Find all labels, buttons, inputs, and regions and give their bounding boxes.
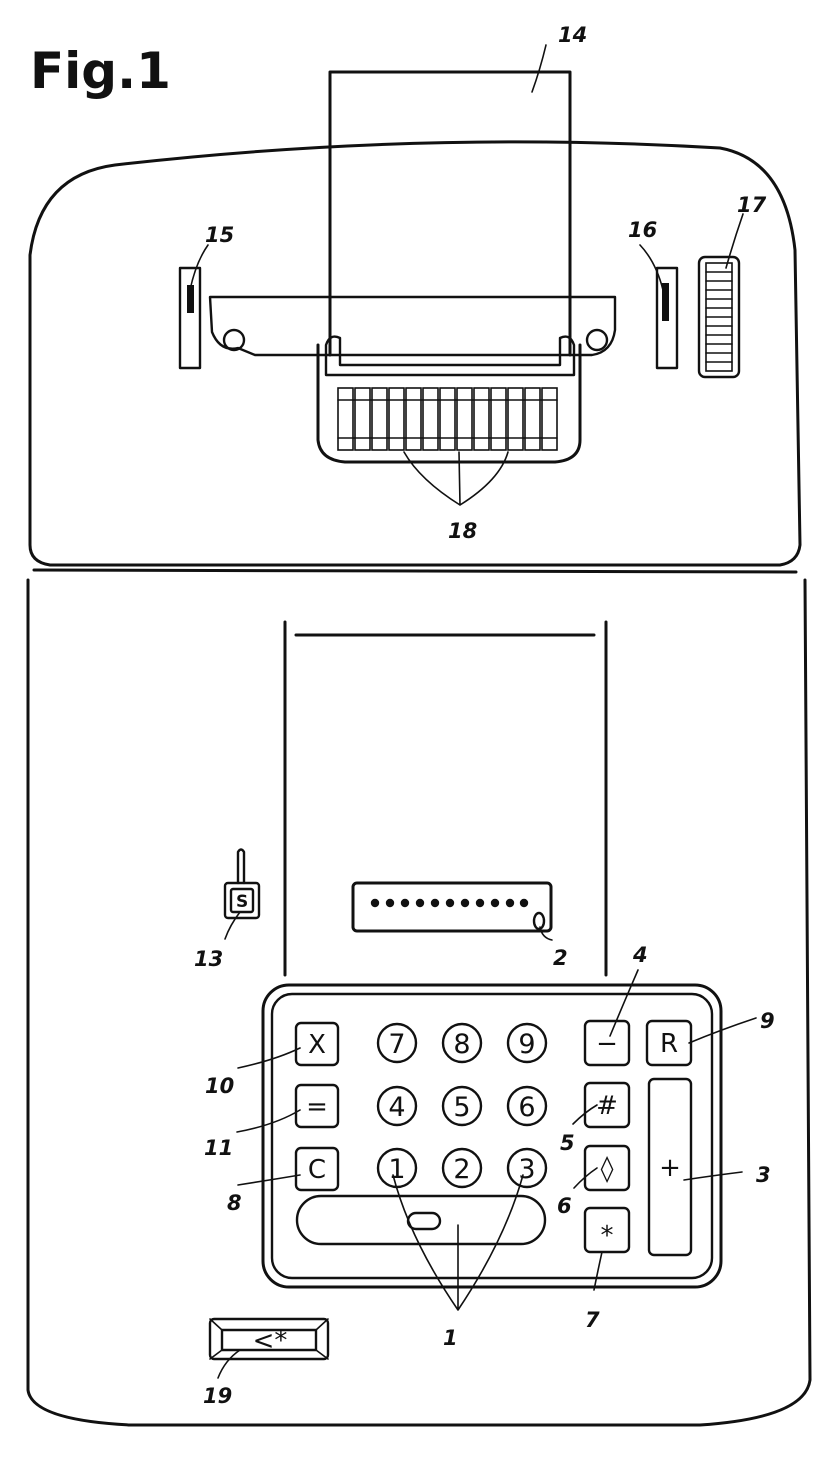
paper-guide-bar — [208, 295, 617, 357]
slide-switch-left-knob — [187, 285, 194, 313]
print-wheel — [337, 387, 354, 451]
lt-star-key-label: <* — [253, 1326, 288, 1356]
plus-key[interactable] — [647, 1077, 693, 1257]
equals-key[interactable] — [294, 1083, 340, 1129]
slide-switch-right[interactable] — [655, 266, 679, 370]
print-wheel — [490, 387, 507, 451]
ref-4: 4 — [632, 943, 648, 967]
ref-10: 10 — [205, 1074, 234, 1098]
upper-housing-outline — [28, 140, 802, 567]
print-wheel — [405, 387, 422, 451]
plus-key-label: + — [659, 1153, 681, 1183]
keyboard-panel-outer — [261, 983, 723, 1289]
key-5[interactable] — [441, 1085, 483, 1127]
figure-title: Fig.1 — [30, 42, 171, 100]
hash-key[interactable] — [583, 1081, 631, 1129]
lt-star-key[interactable]: <* — [208, 1317, 330, 1361]
leader-lines — [189, 44, 757, 1379]
star-key[interactable] — [583, 1206, 631, 1254]
print-wheel — [354, 387, 371, 451]
print-wheel — [371, 387, 388, 451]
ref-19: 19 — [203, 1384, 232, 1408]
display-indicator — [532, 911, 546, 931]
print-wheel — [473, 387, 490, 451]
ref-16: 16 — [628, 218, 657, 242]
print-mechanism-housing — [316, 343, 582, 464]
print-wheel — [507, 387, 524, 451]
key-8-label: 8 — [453, 1029, 470, 1060]
keyboard-panel-inner — [270, 992, 714, 1280]
key-6-label: 6 — [518, 1092, 535, 1123]
slide-switch-right-knob — [662, 283, 669, 321]
print-wheel — [422, 387, 439, 451]
display-channel — [283, 620, 608, 977]
ref-2: 2 — [553, 946, 568, 970]
diamond-key-label: ◊ — [601, 1154, 614, 1184]
thumb-wheel[interactable] — [697, 255, 741, 379]
slide-switch-left[interactable] — [178, 266, 202, 370]
repeat-key-label: R — [660, 1029, 678, 1059]
print-wheel — [541, 387, 558, 451]
ref-5: 5 — [560, 1131, 575, 1155]
ref-8: 8 — [227, 1191, 242, 1215]
s-key-label: S — [236, 892, 248, 912]
key-6[interactable] — [506, 1085, 548, 1127]
star-key-label: * — [601, 1221, 614, 1251]
key-2[interactable] — [441, 1147, 483, 1189]
minus-key[interactable] — [583, 1019, 631, 1067]
print-wheels — [337, 387, 558, 451]
numeric-keys: 7 8 9 4 5 6 1 2 3 — [376, 1022, 548, 1189]
key-8[interactable] — [441, 1022, 483, 1064]
ref-11: 11 — [204, 1136, 233, 1160]
key-7[interactable] — [376, 1022, 418, 1064]
key-7-label: 7 — [388, 1029, 405, 1060]
ref-7: 7 — [585, 1308, 600, 1332]
multiply-key-label: X — [308, 1030, 326, 1060]
lower-housing-outline — [26, 578, 812, 1427]
multiply-key[interactable] — [294, 1021, 340, 1067]
minus-key-label: − — [596, 1029, 618, 1059]
key-5-label: 5 — [453, 1092, 470, 1123]
ref-15: 15 — [205, 223, 234, 247]
key-9[interactable] — [506, 1022, 548, 1064]
clear-key[interactable] — [294, 1146, 340, 1192]
key-2-label: 2 — [453, 1154, 470, 1185]
key-4[interactable] — [376, 1085, 418, 1127]
ref-17: 17 — [737, 193, 767, 217]
key-3[interactable] — [506, 1147, 548, 1189]
key-zero-mark — [406, 1211, 442, 1231]
print-wheel — [456, 387, 473, 451]
key-9-label: 9 — [518, 1029, 535, 1060]
ref-18: 18 — [448, 519, 477, 543]
hash-key-label: # — [596, 1091, 618, 1121]
print-wheel — [524, 387, 541, 451]
key-4-label: 4 — [388, 1092, 405, 1123]
guide-hole-left — [222, 328, 246, 352]
clear-key-label: C — [308, 1155, 326, 1185]
paper-strip — [328, 70, 572, 357]
housing-separation-line — [32, 568, 798, 574]
ref-3: 3 — [756, 1163, 771, 1187]
ref-14: 14 — [558, 23, 587, 47]
equals-key-label: = — [306, 1092, 328, 1122]
display-window — [351, 881, 553, 933]
guide-hole-right — [585, 328, 609, 352]
ref-1: 1 — [443, 1326, 458, 1350]
display-digits — [370, 898, 529, 908]
ref-9: 9 — [760, 1009, 775, 1033]
ref-6: 6 — [557, 1194, 572, 1218]
print-wheel — [388, 387, 405, 451]
key-zero-bar[interactable] — [295, 1194, 547, 1246]
ref-13: 13 — [194, 947, 223, 971]
print-wheel — [439, 387, 456, 451]
key-1-label: 1 — [388, 1154, 405, 1185]
paper-clamp — [324, 335, 576, 377]
diamond-key[interactable] — [583, 1144, 631, 1192]
s-key[interactable]: S — [223, 848, 261, 920]
